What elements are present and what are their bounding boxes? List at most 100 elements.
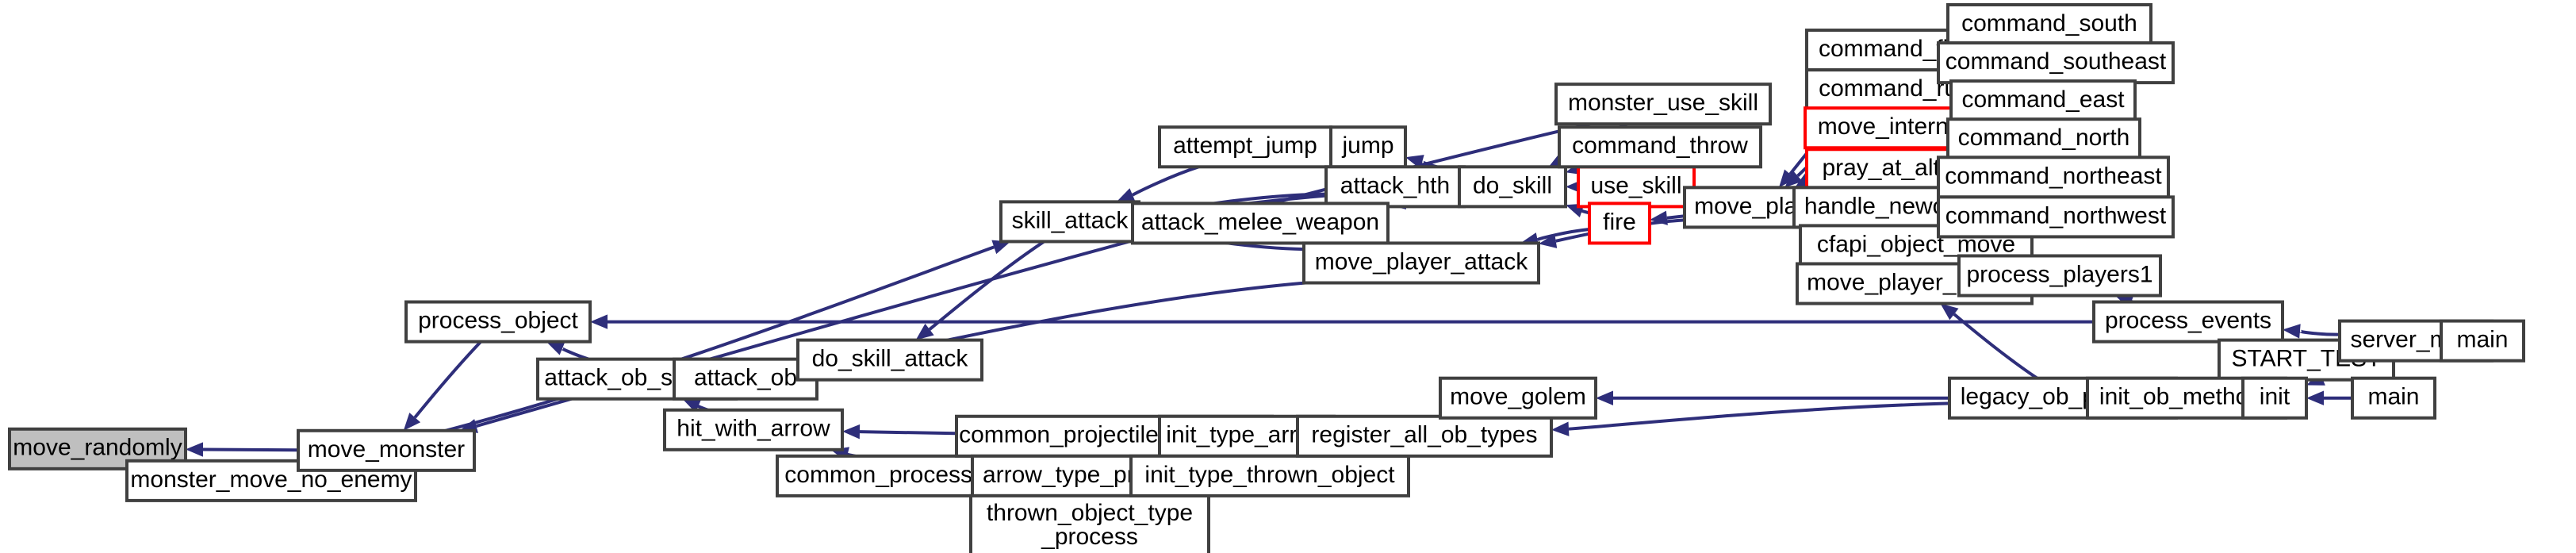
node-label: command_northeast: [1945, 163, 2162, 189]
edge-arrowhead: [546, 341, 565, 355]
edge-line: [2298, 329, 2340, 336]
graph-node-skill_attack[interactable]: skill_attack: [999, 200, 1140, 244]
graph-edge-common_projectile_move_on-to-hit_with_arrow: [842, 424, 957, 440]
node-label: move_monster: [308, 436, 465, 463]
graph-edge-process_events-to-process_object: [590, 314, 2094, 329]
node-label: init: [2260, 384, 2290, 410]
node-label: move_randomly: [13, 435, 182, 461]
node-box: [1129, 454, 1410, 497]
edge-line: [1132, 165, 1199, 197]
node-box: [673, 357, 818, 401]
edge-line: [1666, 214, 1685, 220]
node-label: move_golem: [1450, 384, 1586, 410]
node-box: [404, 300, 592, 344]
graph-node-attack_ob[interactable]: attack_ob: [673, 357, 818, 401]
graph-node-process_events[interactable]: process_events: [2092, 300, 2284, 344]
graph-node-monster_use_skill[interactable]: monster_use_skill: [1554, 83, 1772, 126]
graph-node-hit_with_arrow[interactable]: hit_with_arrow: [663, 408, 844, 451]
node-box: [297, 428, 476, 472]
graph-node-process_players1[interactable]: process_players1: [1957, 254, 2162, 298]
graph-node-main_bottom[interactable]: main: [2351, 376, 2436, 420]
graph-node-main_top[interactable]: main: [2440, 319, 2525, 363]
node-layer: move_randomlymonster_move_no_enemymove_m…: [8, 3, 2525, 553]
node-box: [1329, 125, 1407, 169]
edge-arrowhead: [1551, 421, 1570, 436]
graph-node-command_south[interactable]: command_south: [1946, 3, 2152, 47]
graph-node-command_east[interactable]: command_east: [1949, 79, 2137, 123]
graph-node-command_southeast[interactable]: command_southeast: [1937, 41, 2175, 85]
node-box: [1131, 202, 1390, 245]
node-box: [1158, 125, 1332, 169]
node-box: [2241, 376, 2308, 420]
graph-node-do_skill_attack[interactable]: do_skill_attack: [796, 338, 983, 382]
node-box: [2351, 376, 2436, 420]
node-box: [1937, 195, 2175, 239]
edge-arrowhead: [186, 442, 204, 457]
node-label: monster_use_skill: [1568, 90, 1758, 116]
graph-node-move_player_attack[interactable]: move_player_attack: [1302, 241, 1540, 285]
node-box: [1949, 79, 2137, 123]
node-box: [1937, 156, 2170, 199]
graph-node-command_north[interactable]: command_north: [1946, 117, 2141, 161]
node-label: attack_melee_weapon: [1141, 209, 1379, 235]
node-box: [1439, 376, 1597, 420]
node-label: do_skill_attack: [812, 346, 969, 372]
graph-node-command_throw[interactable]: command_throw: [1558, 125, 1762, 169]
graph-edge-move_monster-to-move_randomly: [186, 442, 299, 457]
graph-edge-legacy_ob_process-to-move_golem: [1596, 390, 1949, 405]
node-box: [1946, 3, 2152, 47]
node-box: [1588, 202, 1651, 245]
graph-node-move_golem[interactable]: move_golem: [1439, 376, 1597, 420]
edge-line: [560, 346, 589, 361]
node-box: [1577, 165, 1696, 209]
node-label: fire: [1603, 209, 1636, 235]
graph-node-command_northwest[interactable]: command_northwest: [1937, 195, 2175, 239]
node-box: [663, 408, 844, 451]
edge-line: [1536, 228, 1590, 241]
edge-line: [445, 245, 995, 432]
graph-node-attack_hth[interactable]: attack_hth: [1324, 165, 1466, 209]
graph-edge-attack_ob_simple-to-process_object: [546, 341, 589, 361]
node-label: init_type_thrown_object: [1144, 462, 1395, 488]
node-label: attack_ob: [694, 365, 797, 391]
graph-node-fire[interactable]: fire: [1588, 202, 1651, 245]
node-label: move_internal: [1818, 113, 1967, 140]
node-box: [796, 338, 983, 382]
node-label: attack_hth: [1340, 172, 1450, 198]
graph-node-attempt_jump[interactable]: attempt_jump: [1158, 125, 1332, 169]
node-label: thrown_object_type: [987, 500, 1193, 526]
node-label: main: [2367, 384, 2419, 410]
graph-node-thrown_object_type_process[interactable]: thrown_object_type_process: [969, 493, 1210, 553]
node-box: [2092, 300, 2284, 344]
graph-node-move_monster[interactable]: move_monster: [297, 428, 476, 472]
edge-arrowhead: [915, 323, 934, 340]
graph-node-attack_melee_weapon[interactable]: attack_melee_weapon: [1131, 202, 1390, 245]
edge-arrowhead: [1116, 188, 1136, 202]
edge-arrowhead: [991, 240, 1011, 255]
graph-node-jump[interactable]: jump: [1329, 125, 1407, 169]
node-box: [969, 493, 1210, 553]
node-label: skill_attack: [1012, 207, 1129, 233]
node-label: process_object: [418, 308, 578, 334]
graph-node-command_northeast[interactable]: command_northeast: [1937, 156, 2170, 199]
graph-node-init[interactable]: init: [2241, 376, 2308, 420]
graph-edge-server_main-to-process_events: [2283, 324, 2340, 339]
edge-line: [928, 240, 1045, 331]
graph-node-use_skill[interactable]: use_skill: [1577, 165, 1696, 209]
node-label: command_east: [1961, 86, 2125, 113]
graph-node-register_all_ob_types[interactable]: register_all_ob_types: [1296, 414, 1553, 458]
node-box: [1554, 83, 1772, 126]
graph-node-do_skill[interactable]: do_skill: [1458, 165, 1567, 209]
node-box: [1296, 414, 1553, 458]
graph-node-process_object[interactable]: process_object: [404, 300, 592, 344]
node-label: process_players1: [1966, 261, 2152, 287]
node-label: do_skill: [1473, 172, 1552, 198]
edge-line: [413, 340, 482, 419]
graph-edge-skill_attack-to-do_skill_attack: [915, 240, 1045, 340]
node-label: register_all_ob_types: [1311, 422, 1537, 448]
graph-node-init_type_thrown_object[interactable]: init_type_thrown_object: [1129, 454, 1410, 497]
node-label: command_north: [1958, 125, 2130, 151]
edge-arrowhead: [403, 413, 421, 431]
edge-line: [1953, 313, 2038, 380]
